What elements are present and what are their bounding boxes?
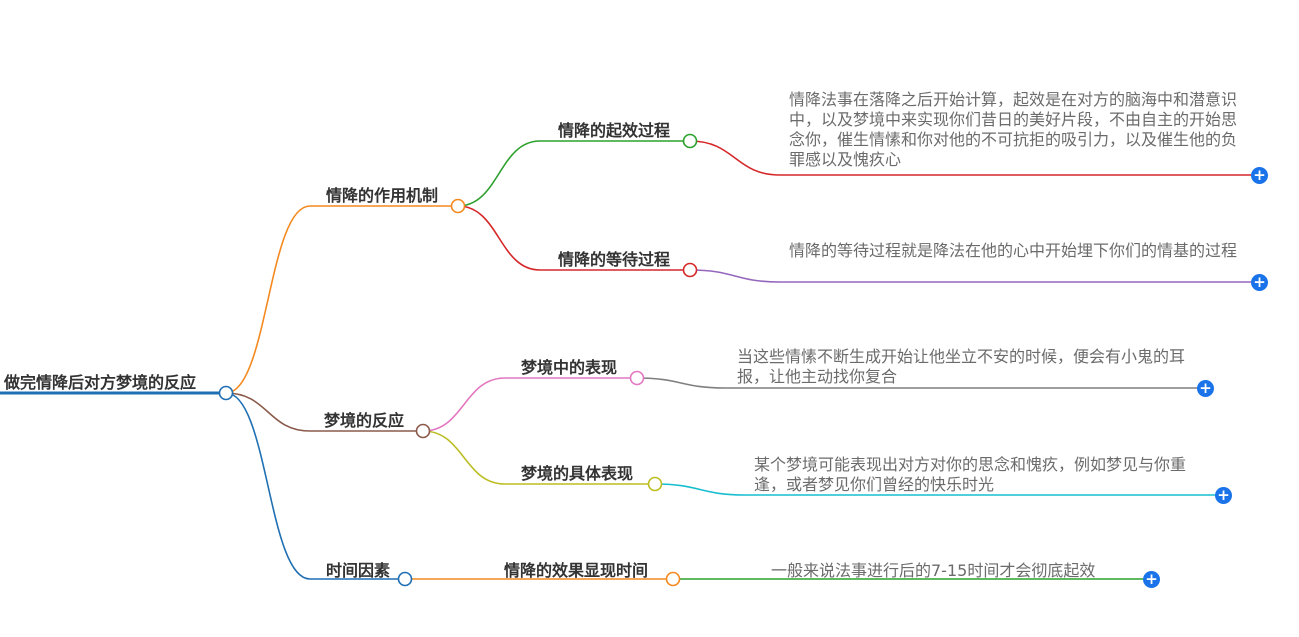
edge-mechanism-waiting	[457, 205, 690, 271]
expand-dream-specific-button[interactable]: +	[1215, 487, 1232, 504]
waiting-collapse-dot[interactable]	[682, 262, 698, 278]
edge-root-dream	[225, 392, 423, 432]
sub-dream-manifest-label[interactable]: 梦境中的表现	[521, 358, 618, 377]
edge-effect-leaf	[689, 140, 1251, 176]
edge-waiting-leaf	[689, 269, 1251, 283]
edge-dream-manifest	[422, 377, 637, 432]
root-collapse-dot[interactable]	[218, 385, 234, 401]
mechanism-collapse-dot[interactable]	[450, 198, 466, 214]
effecttime-collapse-dot[interactable]	[665, 571, 681, 587]
effect-collapse-dot[interactable]	[682, 133, 698, 149]
edge-specific-leaf	[654, 483, 1215, 496]
edge-mechanism-effect	[457, 140, 690, 207]
leaf-dream-specific-text[interactable]: 某个梦境可能表现出对方对你的思念和愧疚，例如梦见与你重逢，或者梦见你们曾经的快乐…	[754, 455, 1187, 494]
leaf-effect-process-text[interactable]: 情降法事在落降之后开始计算，起效是在对方的脑海中和潜意识中，以及梦境中来实现你们…	[789, 90, 1238, 169]
sub-dream-specific-label[interactable]: 梦境的具体表现	[521, 464, 634, 483]
leaf-effect-time-text[interactable]: 一般来说法事进行后的7-15时间才会彻底起效	[771, 561, 1096, 580]
leaf-dream-manifest-text[interactable]: 当这些情愫不断生成开始让他坐立不安的时候，便会有小鬼的耳报，让他主动找你复合	[737, 347, 1186, 386]
edge-dream-specific	[422, 430, 655, 485]
root-node-label[interactable]: 做完情降后对方梦境的反应	[4, 373, 197, 392]
expand-effect-process-button[interactable]: +	[1251, 167, 1268, 184]
sub-effect-time-label[interactable]: 情降的效果显现时间	[504, 561, 649, 580]
sub-effect-process-label[interactable]: 情降的起效过程	[558, 121, 671, 140]
dream-collapse-dot[interactable]	[415, 423, 431, 439]
leaf-waiting-process-text[interactable]: 情降的等待过程就是降法在他的心中开始埋下你们的情基的过程	[789, 241, 1238, 260]
expand-effect-time-button[interactable]: +	[1143, 571, 1160, 588]
expand-dream-manifest-button[interactable]: +	[1197, 380, 1214, 397]
edge-manifest-leaf	[636, 377, 1197, 389]
edge-root-time	[225, 392, 405, 580]
edge-root-mechanism	[225, 205, 458, 394]
time-collapse-dot[interactable]	[397, 571, 413, 587]
specific-collapse-dot[interactable]	[647, 476, 663, 492]
manifest-collapse-dot[interactable]	[629, 370, 645, 386]
expand-waiting-process-button[interactable]: +	[1251, 274, 1268, 291]
branch-mechanism-label[interactable]: 情降的作用机制	[326, 186, 439, 205]
branch-time-factor-label[interactable]: 时间因素	[326, 561, 391, 580]
sub-waiting-process-label[interactable]: 情降的等待过程	[558, 250, 671, 269]
branch-dream-reaction-label[interactable]: 梦境的反应	[324, 411, 405, 430]
